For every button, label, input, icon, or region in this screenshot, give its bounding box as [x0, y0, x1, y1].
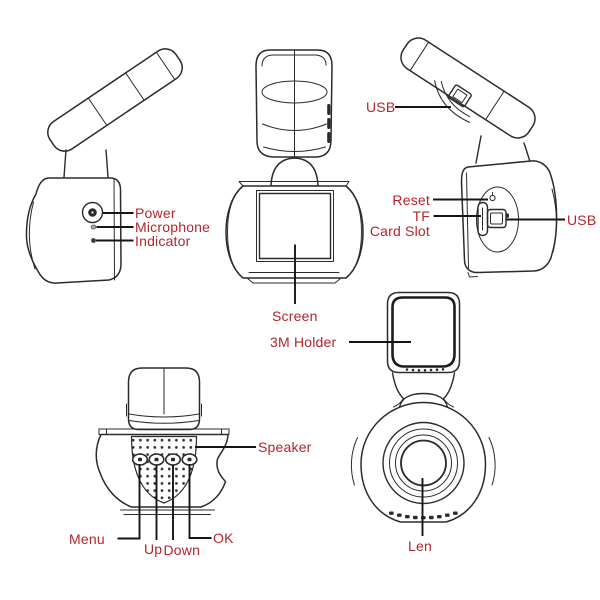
label-tf-line1: TF — [412, 207, 430, 224]
label-microphone: Microphone — [135, 219, 211, 235]
label-speaker: Speaker — [258, 439, 312, 455]
label-power: Power — [135, 205, 176, 221]
control-buttons — [131, 453, 198, 466]
label-up: Up — [144, 541, 163, 557]
microphone-hole-icon — [90, 224, 97, 230]
reset-hole-icon — [489, 192, 496, 202]
device-left-side-view — [25, 48, 183, 284]
label-menu: Menu — [69, 531, 105, 547]
label-len: Len — [408, 537, 432, 554]
usb-port-body-icon — [486, 208, 509, 229]
device-right-side-view — [400, 37, 558, 278]
leader-lines — [96, 106, 565, 540]
label-3m-holder: 3M Holder — [270, 334, 337, 350]
lens-rings-icon — [382, 421, 465, 505]
label-usb-body: USB — [567, 211, 597, 228]
label-screen: Screen — [272, 307, 318, 324]
bottom-vents — [389, 511, 458, 520]
leader-menu — [117, 464, 141, 540]
leader-ok — [188, 464, 212, 539]
label-usb-mount: USB — [366, 99, 396, 115]
indicator-led-icon — [91, 238, 96, 243]
label-reset: Reset — [392, 191, 430, 208]
usb-port-mount-icon — [447, 84, 472, 108]
device-front-view — [225, 49, 364, 284]
holder-pad-dots — [405, 368, 445, 372]
power-button-icon — [81, 201, 104, 224]
label-down: Down — [163, 541, 201, 558]
label-ok: OK — [213, 530, 234, 546]
device-bottom-view — [95, 367, 230, 515]
device-lens-front-view — [350, 291, 496, 523]
label-tf-line2: Card Slot — [369, 223, 430, 239]
label-indicator: Indicator — [135, 232, 191, 249]
holder-pad — [391, 296, 456, 368]
